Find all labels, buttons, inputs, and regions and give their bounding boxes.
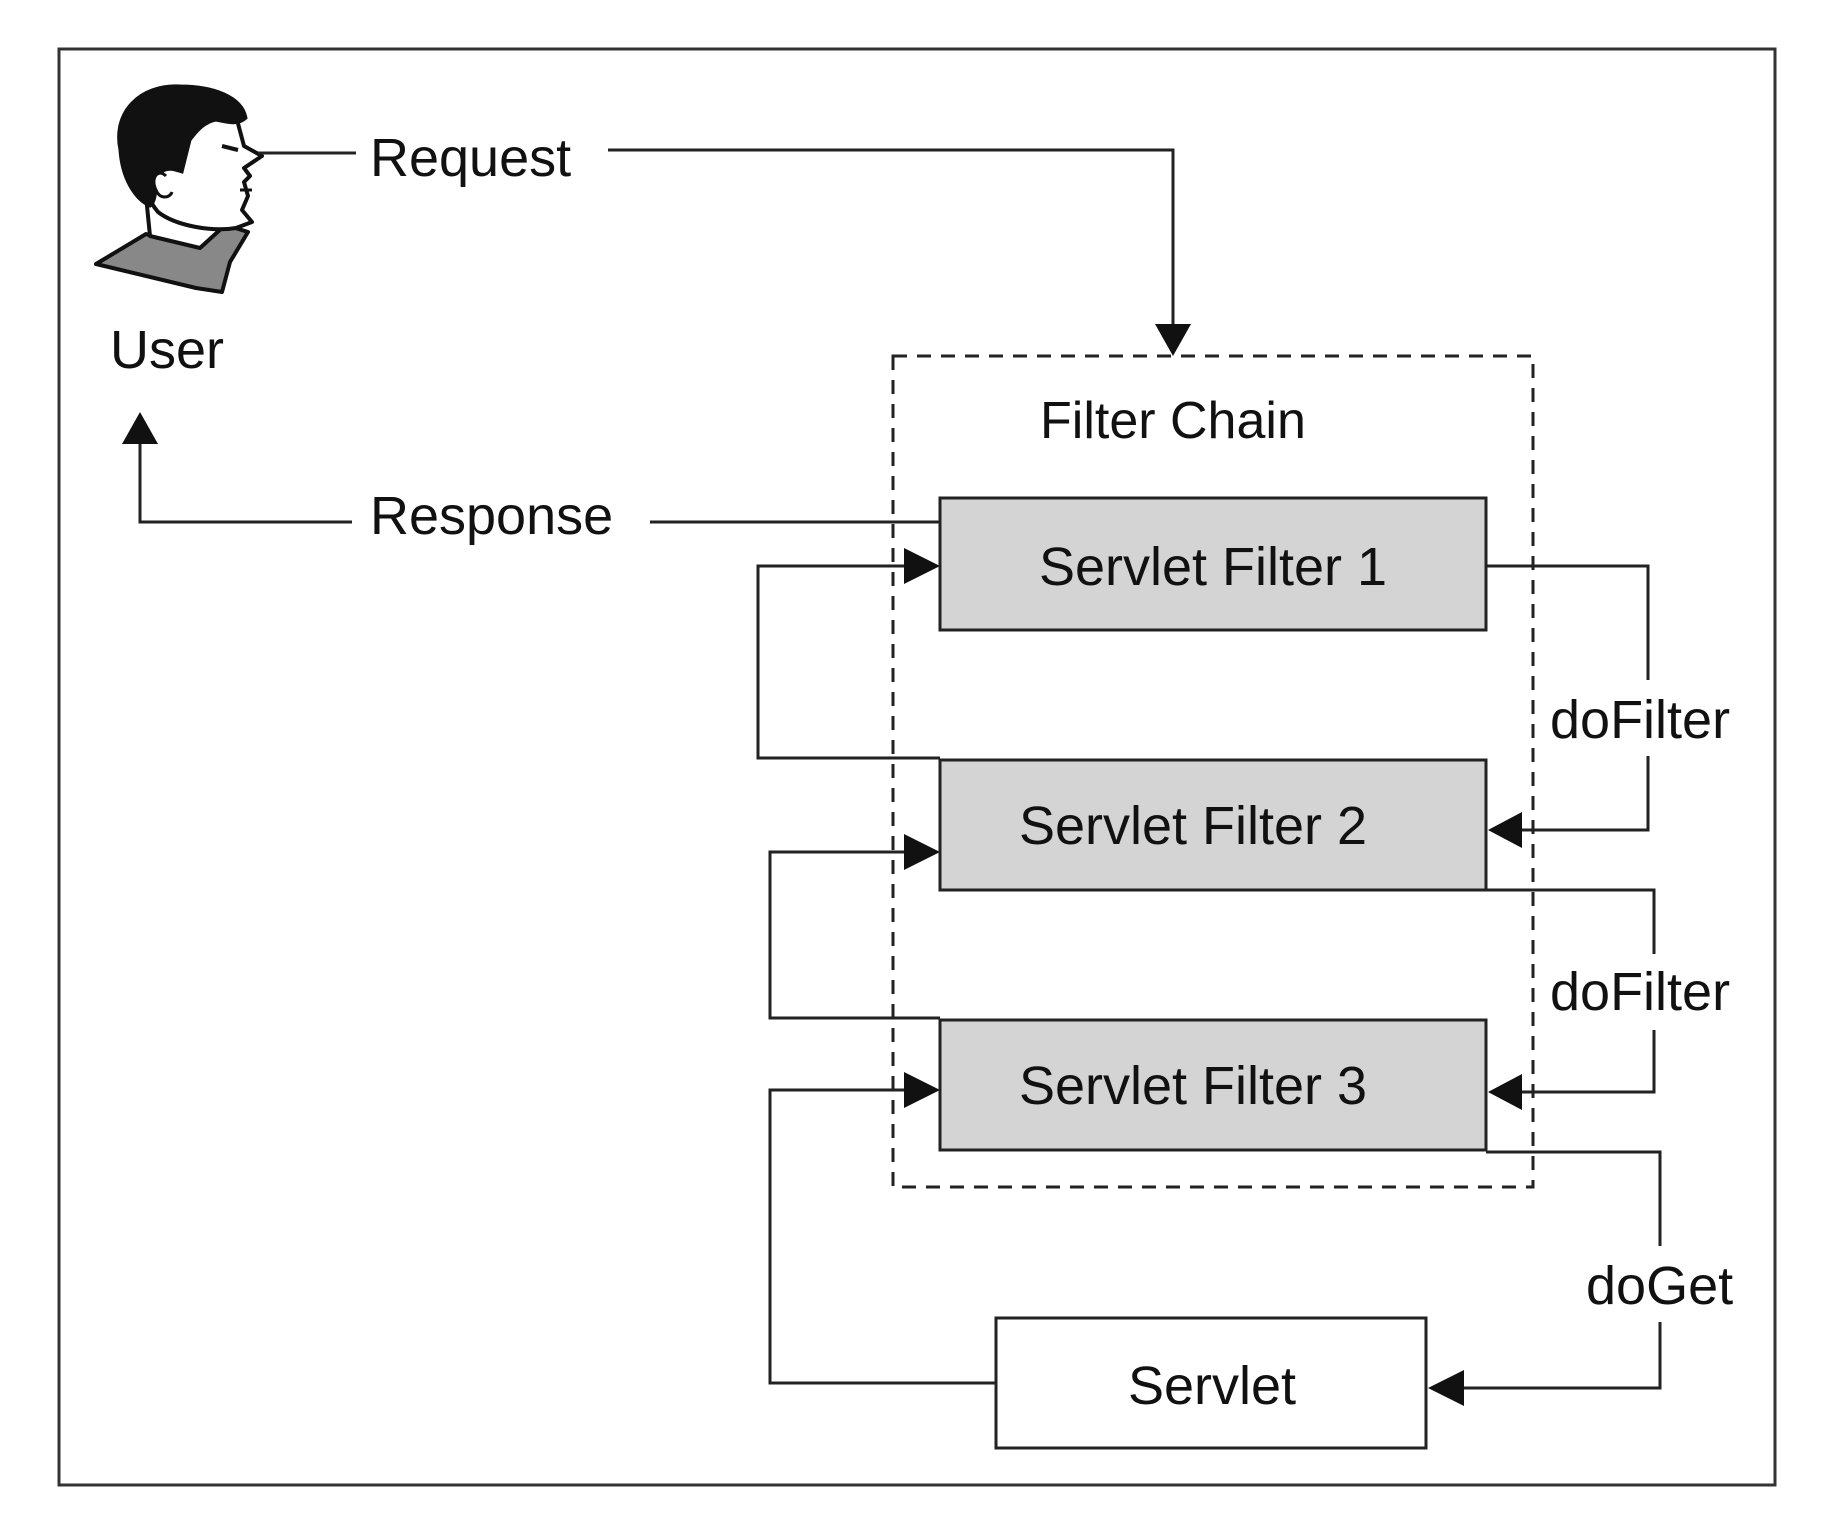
response-arrowhead: [122, 412, 158, 444]
servlet-filter-3-label: Servlet Filter 3: [1019, 1056, 1367, 1116]
dofilter-arrowhead-1: [1488, 812, 1522, 848]
servlet-label: Servlet: [1128, 1356, 1296, 1416]
return-line-filter3-to-filter2: [768, 850, 940, 1020]
doget-arrowhead: [1428, 1370, 1464, 1406]
return-arrowhead-filter1: [904, 548, 940, 584]
dofilter-label-bg-1: [1540, 680, 1748, 756]
dofilter-label-bg-2: [1540, 954, 1748, 1030]
response-label: Response: [370, 486, 613, 546]
user-label: User: [110, 320, 224, 380]
return-line-filter2-to-filter1: [756, 564, 940, 760]
doget-label-bg: [1580, 1246, 1746, 1322]
dofilter-arrowhead-2: [1488, 1074, 1522, 1110]
servlet-box: Servlet: [994, 1316, 1428, 1450]
servlet-filter-1-box: Servlet Filter 1: [938, 496, 1488, 632]
dofilter-label-2: doFilter: [1550, 962, 1730, 1022]
request-label: Request: [370, 128, 571, 188]
servlet-filter-3-box: Servlet Filter 3: [938, 1018, 1488, 1152]
diagram-frame: [57, 47, 1777, 1487]
servlet-filter-1-label: Servlet Filter 1: [1039, 537, 1387, 597]
servlet-filter-2-label: Servlet Filter 2: [1019, 796, 1367, 856]
response-line-end: [138, 440, 352, 524]
servlet-filter-2-box: Servlet Filter 2: [938, 758, 1488, 892]
request-line: [608, 148, 1175, 330]
request-arrowhead: [1155, 324, 1191, 356]
return-line-servlet-to-filter3: [768, 1088, 996, 1385]
filter-chain-container: [891, 354, 1535, 1189]
return-arrowhead-filter2: [904, 834, 940, 870]
return-arrowhead-filter3: [904, 1072, 940, 1108]
person-head-icon: [94, 84, 264, 294]
filter-chain-title: Filter Chain: [1040, 392, 1306, 450]
dofilter-label-1: doFilter: [1550, 690, 1730, 750]
doget-label: doGet: [1586, 1256, 1733, 1316]
